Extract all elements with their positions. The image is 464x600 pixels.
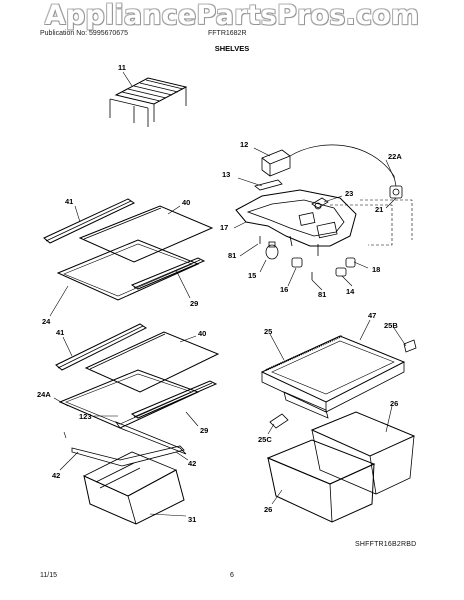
callout-25c: 25C [258, 435, 272, 444]
callout-31: 31 [188, 515, 196, 524]
callout-41-lower: 41 [56, 328, 64, 337]
leader-lines [49, 71, 407, 517]
wire-shelf-part [109, 77, 188, 127]
callout-22a: 22A [388, 152, 402, 161]
callout-17: 17 [220, 223, 228, 232]
callout-81-lower: 81 [318, 290, 326, 299]
callout-labels: 11 12 13 22A 23 21 17 81 15 16 81 14 18 … [37, 63, 402, 524]
callout-24: 24 [42, 317, 51, 326]
callout-14: 14 [346, 287, 355, 296]
callout-29-lower: 29 [200, 426, 208, 435]
callout-81-upper: 81 [228, 251, 236, 260]
callout-12: 12 [240, 140, 248, 149]
callout-21: 21 [375, 205, 383, 214]
callout-26-right: 26 [390, 399, 398, 408]
callout-40-upper: 40 [182, 198, 190, 207]
upper-glass-shelf-part [43, 198, 214, 301]
callout-26-left: 26 [264, 505, 272, 514]
footer-page-number: 6 [230, 572, 234, 579]
callout-25b: 25B [384, 321, 398, 330]
control-housing-part [235, 144, 413, 280]
watermark-logo: AppliancePartsPros.com [44, 0, 420, 31]
crisper-drawers-part [266, 411, 416, 523]
callout-25: 25 [264, 327, 272, 336]
callout-16: 16 [280, 285, 288, 294]
diagram-code: SHFFTR16B2RBD [355, 541, 417, 548]
callout-11: 11 [118, 63, 126, 72]
footer-date: 11/15 [40, 572, 57, 579]
callout-40-lower: 40 [198, 329, 206, 338]
callout-29-upper: 29 [190, 299, 198, 308]
lower-glass-shelf-part [55, 323, 220, 525]
callout-13: 13 [222, 170, 230, 179]
callout-42-left: 42 [52, 471, 60, 480]
section-title: SHELVES [214, 44, 250, 53]
crisper-cover-part [260, 335, 417, 429]
callout-47: 47 [368, 311, 376, 320]
callout-24a: 24A [37, 390, 51, 399]
callout-123: 123 [79, 412, 92, 421]
callout-15: 15 [248, 271, 256, 280]
callout-41-upper: 41 [65, 197, 73, 206]
callout-18: 18 [372, 265, 380, 274]
callout-42-right: 42 [188, 459, 196, 468]
model-number: FFTR1682R [208, 30, 247, 37]
callout-23: 23 [345, 189, 353, 198]
publication-number: Publication No: 5995670675 [40, 30, 128, 37]
